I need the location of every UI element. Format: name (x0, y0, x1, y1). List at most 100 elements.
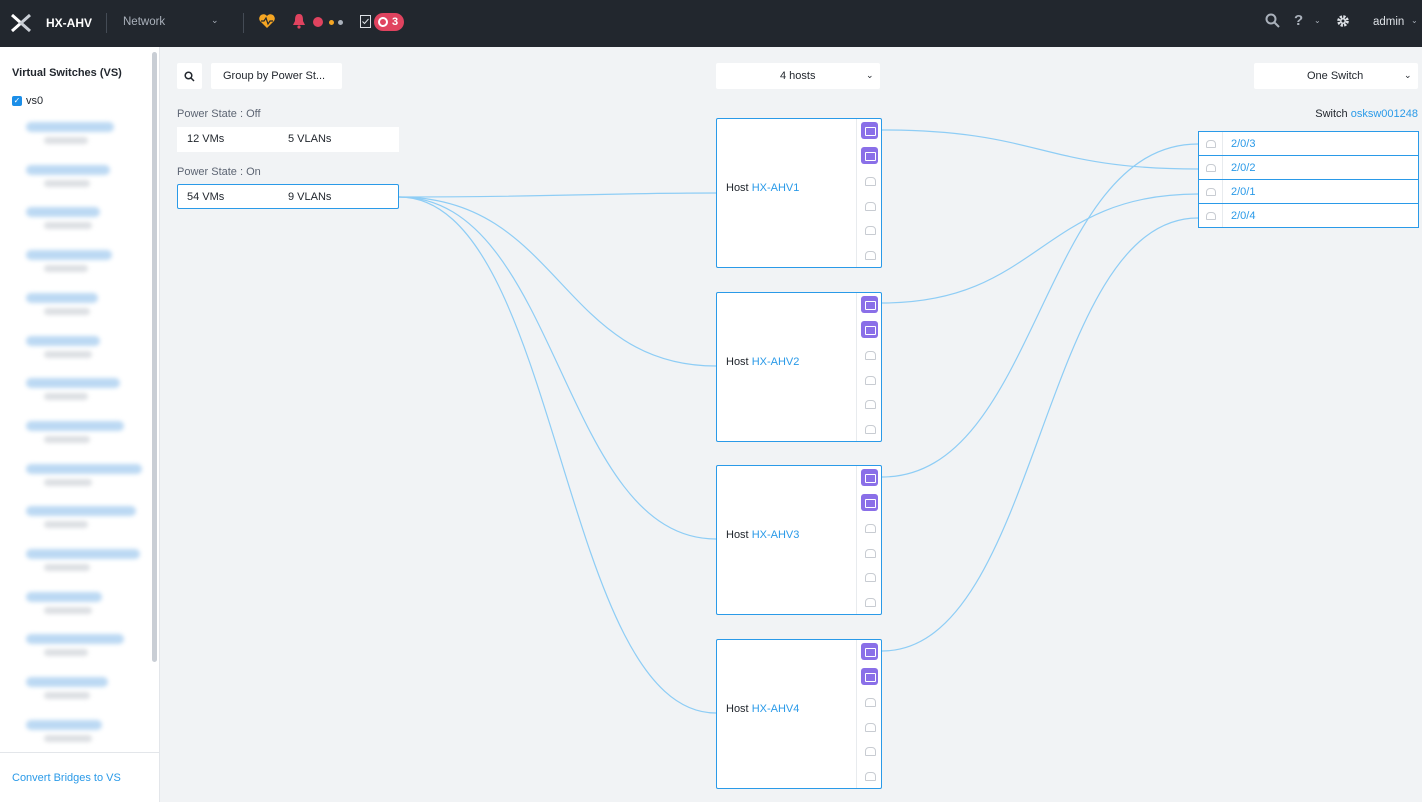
redacted-name (26, 420, 124, 431)
nic-connected-icon[interactable] (861, 494, 878, 511)
host-card[interactable]: Host HX-AHV3 (716, 465, 882, 615)
host-card[interactable]: Host HX-AHV4 (716, 639, 882, 789)
nic-connected-icon[interactable] (861, 147, 878, 164)
divider (0, 752, 160, 753)
nav-dropdown-label[interactable]: Network (123, 16, 166, 28)
nic-disconnected-icon[interactable] (861, 371, 878, 388)
power-state-on-group[interactable]: 54 VMs 9 VLANs (177, 184, 399, 209)
nic-connected-icon[interactable] (861, 668, 878, 685)
nic-disconnected-icon[interactable] (861, 544, 878, 561)
switch-link[interactable]: osksw001248 (1350, 108, 1418, 120)
blurred-list-item (26, 506, 146, 540)
redacted-detail (44, 222, 92, 230)
host-link[interactable]: HX-AHV3 (751, 529, 800, 541)
redacted-detail (44, 734, 92, 742)
tasks-icon[interactable] (360, 15, 371, 28)
hosts-value: 4 hosts (780, 70, 816, 82)
host-nic-column (856, 119, 882, 267)
redacted-name (26, 292, 98, 303)
sidebar-title: Virtual Switches (VS) (12, 67, 122, 79)
nic-disconnected-icon[interactable] (861, 420, 878, 437)
group-by-select[interactable]: Group by Power St... (211, 63, 342, 89)
redacted-detail (44, 521, 88, 529)
cluster-name[interactable]: HX-AHV (46, 16, 93, 30)
host-prefix: Host (726, 182, 749, 194)
redacted-detail (44, 137, 88, 144)
port-icon (1206, 140, 1216, 148)
nic-disconnected-icon[interactable] (861, 395, 878, 412)
chevron-down-icon[interactable]: ⌄ (1314, 16, 1321, 25)
nic-disconnected-icon[interactable] (861, 767, 878, 784)
chevron-down-icon[interactable]: ⌄ (1411, 16, 1418, 25)
redacted-detail (44, 564, 90, 571)
chevron-down-icon[interactable]: ⌄ (211, 15, 219, 25)
nic-disconnected-icon[interactable] (861, 221, 878, 238)
alerts-badge[interactable]: 3 (374, 13, 405, 31)
switch-port-row[interactable]: 2/0/4 (1198, 203, 1419, 228)
redacted-name (26, 335, 100, 346)
nic-disconnected-icon[interactable] (861, 172, 878, 189)
power-state-off-group[interactable]: 12 VMs 5 VLANs (177, 127, 399, 152)
nutanix-logo-icon[interactable] (10, 12, 32, 34)
nic-disconnected-icon[interactable] (861, 246, 878, 263)
port-icon (1206, 188, 1216, 196)
nic-connected-icon[interactable] (861, 296, 878, 313)
blurred-list-item (26, 122, 146, 156)
warning-alert-dot[interactable] (329, 20, 334, 25)
nic-disconnected-icon[interactable] (861, 197, 878, 214)
switch-port-row[interactable]: 2/0/1 (1198, 179, 1419, 204)
vs0-checkbox[interactable]: ✓ (12, 96, 22, 106)
switch-port-row[interactable]: 2/0/2 (1198, 155, 1419, 180)
nic-disconnected-icon[interactable] (861, 519, 878, 536)
nic-connected-icon[interactable] (861, 643, 878, 660)
sidebar-item-vs0[interactable]: vs0 (26, 95, 44, 107)
switch-view-select[interactable]: One Switch ⌄ (1254, 63, 1418, 89)
host-link[interactable]: HX-AHV1 (751, 182, 800, 194)
diagram-search-button[interactable] (177, 63, 202, 89)
host-card[interactable]: Host HX-AHV1 (716, 118, 882, 268)
redacted-name (26, 719, 102, 730)
nic-connected-icon[interactable] (861, 321, 878, 338)
redacted-detail (44, 649, 88, 657)
port-label[interactable]: 2/0/4 (1231, 210, 1256, 222)
redacted-name (26, 591, 102, 602)
nic-disconnected-icon[interactable] (861, 693, 878, 710)
port-label[interactable]: 2/0/3 (1231, 138, 1256, 150)
blurred-list-item (26, 378, 146, 412)
nic-connected-icon[interactable] (861, 122, 878, 139)
health-heart-icon[interactable] (258, 12, 276, 30)
nic-disconnected-icon[interactable] (861, 593, 878, 610)
divider (1222, 156, 1223, 179)
gear-icon[interactable] (1336, 14, 1350, 28)
switch-port-row[interactable]: 2/0/3 (1198, 131, 1419, 156)
switch-header: Switch osksw001248 (1315, 108, 1418, 120)
critical-alert-dot[interactable] (313, 17, 323, 27)
link-host2-port-2-0-1 (881, 193, 1199, 304)
user-menu[interactable]: admin (1373, 16, 1405, 28)
link-on-host1 (398, 192, 717, 198)
info-alert-dot[interactable] (338, 20, 343, 25)
nic-connected-icon[interactable] (861, 469, 878, 486)
link-host3-port-2-0-3 (881, 143, 1199, 478)
nic-disconnected-icon[interactable] (861, 718, 878, 735)
nic-disconnected-icon[interactable] (861, 742, 878, 759)
host-card[interactable]: Host HX-AHV2 (716, 292, 882, 442)
blurred-list-item (26, 634, 146, 668)
hosts-select[interactable]: 4 hosts ⌄ (716, 63, 880, 89)
host-nic-column (856, 466, 882, 614)
alert-bell-icon[interactable] (292, 13, 306, 29)
convert-bridges-link[interactable]: Convert Bridges to VS (12, 772, 121, 784)
vlan-count: 5 VLANs (288, 133, 332, 145)
port-label[interactable]: 2/0/1 (1231, 186, 1256, 198)
redacted-detail (44, 265, 88, 273)
host-link[interactable]: HX-AHV4 (751, 703, 800, 715)
host-nic-column (856, 640, 882, 788)
blurred-list-item (26, 549, 146, 583)
nic-disconnected-icon[interactable] (861, 346, 878, 363)
search-icon[interactable] (1265, 13, 1280, 28)
port-label[interactable]: 2/0/2 (1231, 162, 1256, 174)
help-icon[interactable]: ? (1294, 12, 1304, 29)
nic-disconnected-icon[interactable] (861, 568, 878, 585)
sidebar-scrollbar[interactable] (152, 52, 157, 662)
host-link[interactable]: HX-AHV2 (751, 356, 800, 368)
